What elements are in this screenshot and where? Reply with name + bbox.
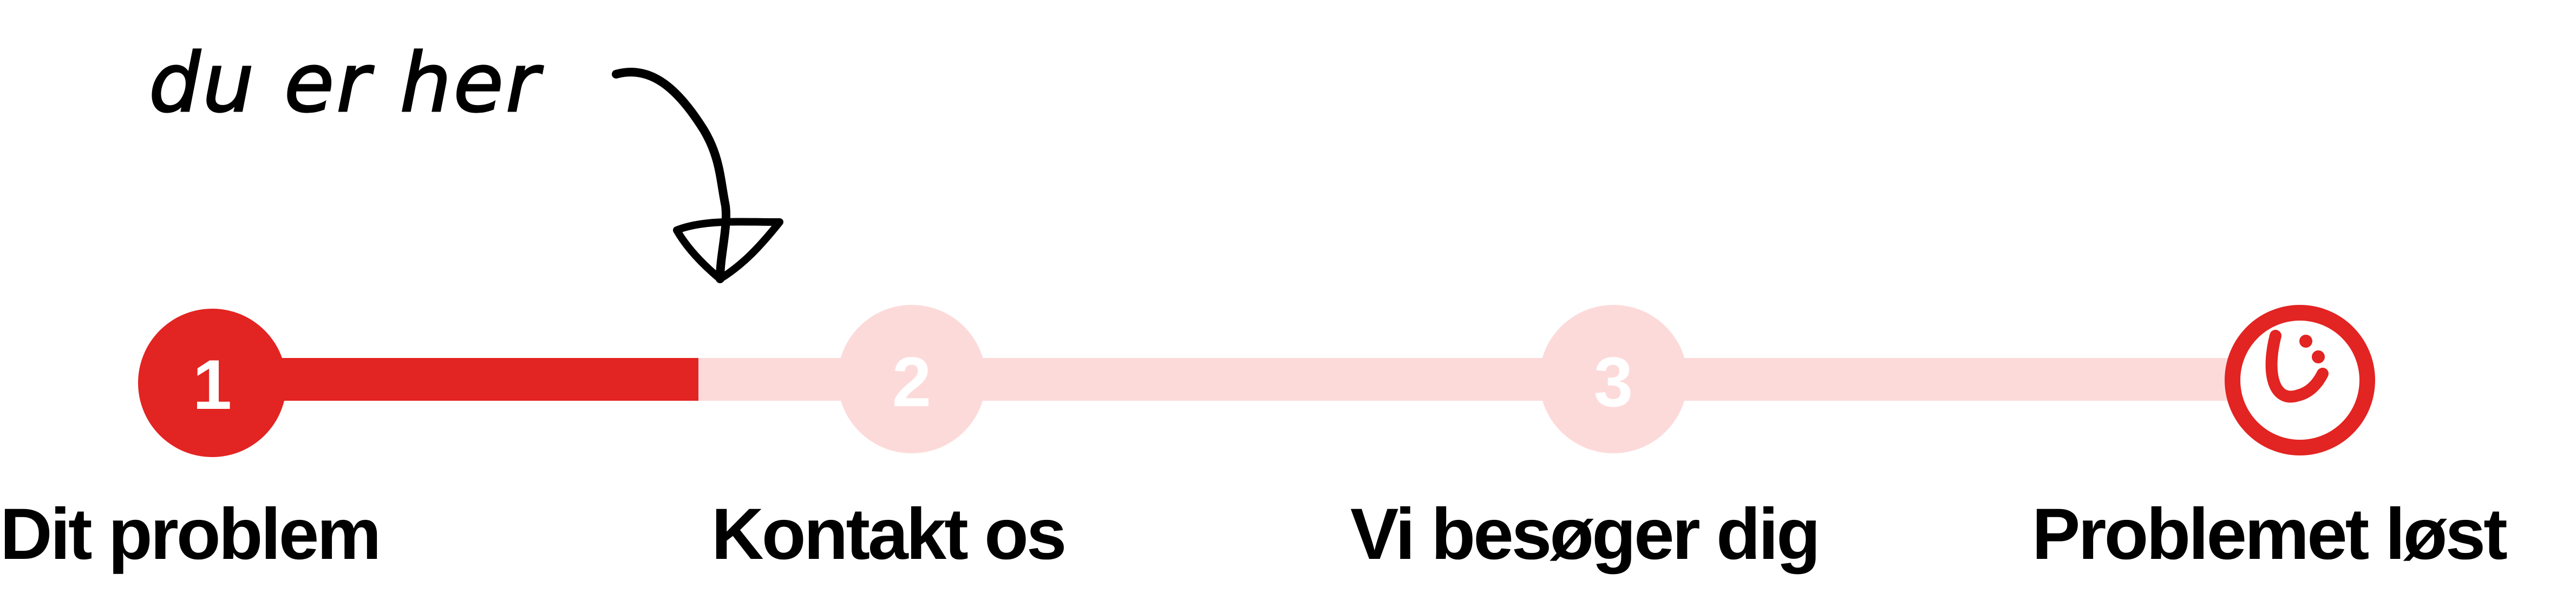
annotation-text: du er her — [149, 36, 544, 131]
step-3[interactable]: 3 — [1539, 305, 1688, 453]
step-2-label: Kontakt os — [711, 494, 1067, 575]
step-4[interactable] — [2225, 305, 2375, 455]
arrow-icon — [612, 68, 730, 283]
step-1-label: Dit problem — [0, 494, 381, 575]
du-er-her-annotation: du er her — [148, 36, 783, 283]
step-2-number: 2 — [892, 342, 931, 421]
step-3-number: 3 — [1594, 342, 1633, 421]
step-2-circle — [838, 305, 986, 453]
step-1-number: 1 — [193, 345, 232, 424]
step-3-circle — [1539, 305, 1688, 453]
step-3-label: Vi besøger dig — [1350, 494, 1821, 575]
arrowhead-icon — [673, 218, 783, 283]
step-4-label: Problemet løst — [2032, 494, 2508, 575]
smiley-icon — [2265, 330, 2329, 403]
step-2[interactable]: 2 — [838, 305, 986, 453]
progress-fill — [212, 358, 698, 401]
step-1-circle — [138, 309, 286, 457]
step-1[interactable]: 1 — [138, 309, 286, 457]
